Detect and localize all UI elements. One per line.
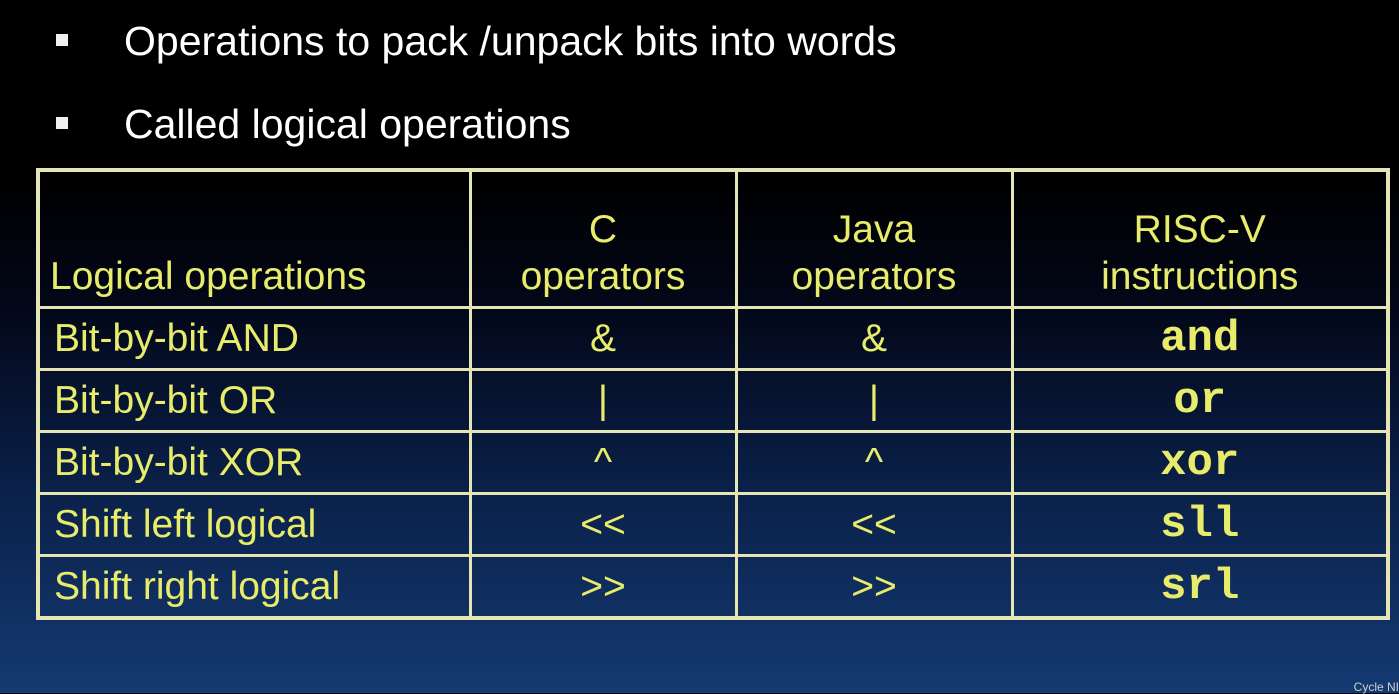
table-row: Bit-by-bit AND & & and	[36, 306, 1390, 371]
operation-cell: Bit-by-bit XOR	[36, 430, 472, 495]
bullet-item: Operations to pack /unpack bits into wor…	[0, 6, 1399, 66]
java-operator-cell: >>	[734, 554, 1014, 620]
java-operator-cell: &	[734, 306, 1014, 371]
operation-cell: Bit-by-bit AND	[36, 306, 472, 371]
operation-cell: Bit-by-bit OR	[36, 368, 472, 433]
java-operator-cell: ^	[734, 430, 1014, 495]
header-line: instructions	[1101, 255, 1299, 298]
header-line: operators	[791, 255, 957, 298]
table-row: Shift right logical >> >> srl	[36, 554, 1390, 620]
riscv-instruction-cell: or	[1010, 368, 1390, 433]
table-row: Bit-by-bit XOR ^ ^ xor	[36, 430, 1390, 495]
riscv-instruction-cell: sll	[1010, 492, 1390, 557]
java-operator-cell: <<	[734, 492, 1014, 557]
riscv-instruction-cell: srl	[1010, 554, 1390, 620]
header-line: operators	[520, 255, 686, 298]
bullet-text: Operations to pack /unpack bits into wor…	[124, 18, 897, 64]
header-line: Java	[832, 208, 916, 251]
riscv-instruction-cell: and	[1010, 306, 1390, 371]
footer-credit: Cycle NI	[1353, 680, 1399, 694]
c-operator-cell: &	[468, 306, 738, 371]
header-line: RISC-V	[1133, 208, 1266, 251]
bullet-text: Called logical operations	[124, 101, 571, 147]
java-operator-cell: |	[734, 368, 1014, 433]
header-logical-operations: Logical operations	[36, 168, 472, 309]
square-bullet-icon	[56, 34, 68, 46]
table-row: Shift left logical << << sll	[36, 492, 1390, 557]
square-bullet-icon	[56, 117, 68, 129]
operation-cell: Shift right logical	[36, 554, 472, 620]
table-row: Bit-by-bit OR | | or	[36, 368, 1390, 433]
bullet-item: Called logical operations	[0, 89, 1399, 149]
c-operator-cell: >>	[468, 554, 738, 620]
c-operator-cell: |	[468, 368, 738, 433]
c-operator-cell: <<	[468, 492, 738, 557]
operation-cell: Shift left logical	[36, 492, 472, 557]
header-line: C	[588, 208, 618, 251]
c-operator-cell: ^	[468, 430, 738, 495]
riscv-instruction-cell: xor	[1010, 430, 1390, 495]
header-line: Logical operations	[50, 255, 367, 298]
